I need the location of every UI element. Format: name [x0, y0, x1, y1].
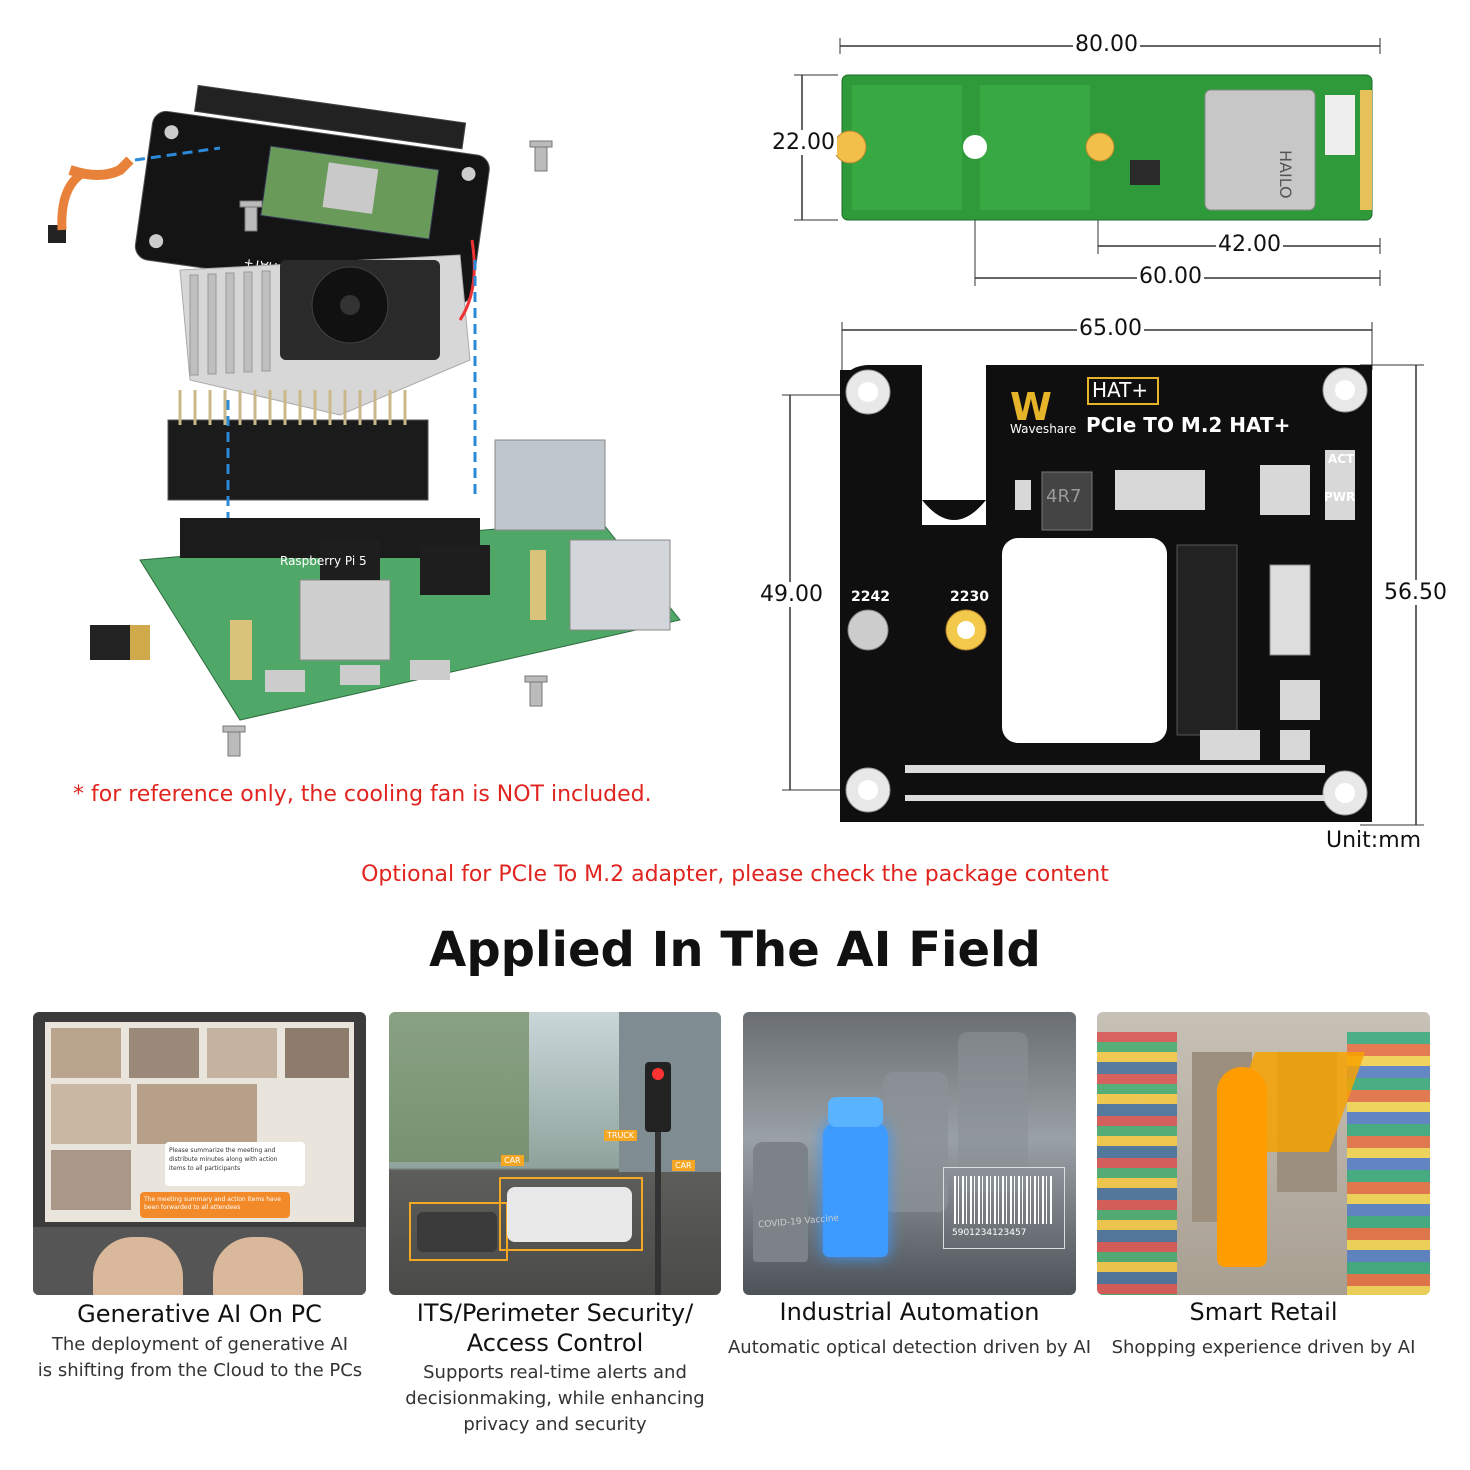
app-image-its: CAR TRUCK CAR: [389, 1012, 721, 1295]
mount-2242-label: 2242: [851, 589, 890, 605]
app-image-retail: [1097, 1012, 1430, 1295]
screws: [222, 140, 553, 757]
hat-title: PCIe TO M.2 HAT+: [1086, 413, 1291, 437]
app-title-retail: Smart Retail: [1189, 1298, 1338, 1326]
dim-length-80: 80.00: [1073, 32, 1140, 57]
app-title-its: ITS/Perimeter Security/ Access Control: [416, 1299, 694, 1357]
mount-2230-label: 2230: [950, 589, 989, 605]
dim-width-22: 22.00: [770, 130, 837, 155]
assembly-svg: PCIe TO M.2 HAT+: [48, 84, 681, 757]
inductor-label: 4R7: [1046, 486, 1082, 507]
barcode-box: 5901234123457: [943, 1167, 1065, 1249]
gpio-header: [167, 390, 429, 501]
app-title-generative-ai: Generative AI On PC: [77, 1300, 322, 1328]
unit-label: Unit:mm: [1326, 828, 1422, 853]
shopper-silhouette: [1217, 1067, 1267, 1267]
fan-wire: [458, 239, 476, 321]
ai-response-bubble: The meeting summary and action items hav…: [140, 1192, 290, 1218]
screw-2242: [847, 609, 889, 651]
assembly-illustration: PCIe TO M.2 HAT+: [40, 20, 720, 780]
app-image-generative-ai: Please summarize the meeting and distrib…: [33, 1012, 366, 1295]
assembly-note: * for reference only, the cooling fan is…: [73, 782, 652, 807]
optional-note: Optional for PCIe To M.2 adapter, please…: [361, 862, 1109, 887]
dim-length-42: 42.00: [1216, 232, 1283, 257]
pi-label: Raspberry Pi 5: [280, 554, 367, 568]
laptop-screen: Please summarize the meeting and distrib…: [45, 1022, 354, 1222]
hailo-label: HAILO: [1276, 150, 1295, 199]
dim-length-60: 60.00: [1137, 264, 1204, 289]
app-desc-retail: Shopping experience driven by AI: [1111, 1337, 1416, 1358]
app-title-industrial: Industrial Automation: [779, 1298, 1040, 1326]
dim-height-49: 49.00: [758, 582, 825, 607]
app-desc-its: Supports real-time alerts and decisionma…: [405, 1362, 705, 1435]
led-act-label: ACT: [1328, 452, 1355, 466]
hat-brand: Waveshare: [1010, 422, 1077, 436]
ribbon-cable: [68, 156, 134, 180]
hat-board-diagram: W 65.00 49.00 56.50 Waveshare HAT+ PC: [740, 310, 1460, 855]
ai-prompt-bubble: Please summarize the meeting and distrib…: [165, 1142, 305, 1186]
glowing-vial: [823, 1122, 888, 1257]
hat-badge: HAT+: [1092, 378, 1149, 402]
section-title: Applied In The AI Field: [429, 922, 1041, 978]
app-image-industrial: COVID-19 Vaccine 5901234123457: [743, 1012, 1076, 1295]
dim-width-65: 65.00: [1077, 316, 1144, 341]
hat-board-svg: W: [782, 322, 1424, 826]
waveshare-logo: W: [1010, 385, 1052, 429]
led-pwr-label: PWR: [1324, 490, 1356, 504]
hat-gpio-pins: [905, 765, 1325, 801]
barcode-digits: 5901234123457: [952, 1228, 1027, 1238]
raspberry-pi-board: Raspberry Pi 5: [139, 439, 681, 721]
m2-card-svg: HAILO: [794, 38, 1381, 286]
app-desc-generative-ai: The deployment of generative AI is shift…: [37, 1334, 363, 1381]
m2-card-diagram: HAILO 80.00 22.00 42.00 60.00: [760, 20, 1460, 310]
hailo-chip: [1204, 89, 1316, 211]
guide-line: [134, 146, 221, 162]
active-cooler: [179, 254, 471, 416]
app-desc-industrial: Automatic optical detection driven by AI: [727, 1337, 1091, 1358]
m2-window: [1002, 538, 1167, 743]
dim-height-56: 56.50: [1382, 580, 1449, 605]
